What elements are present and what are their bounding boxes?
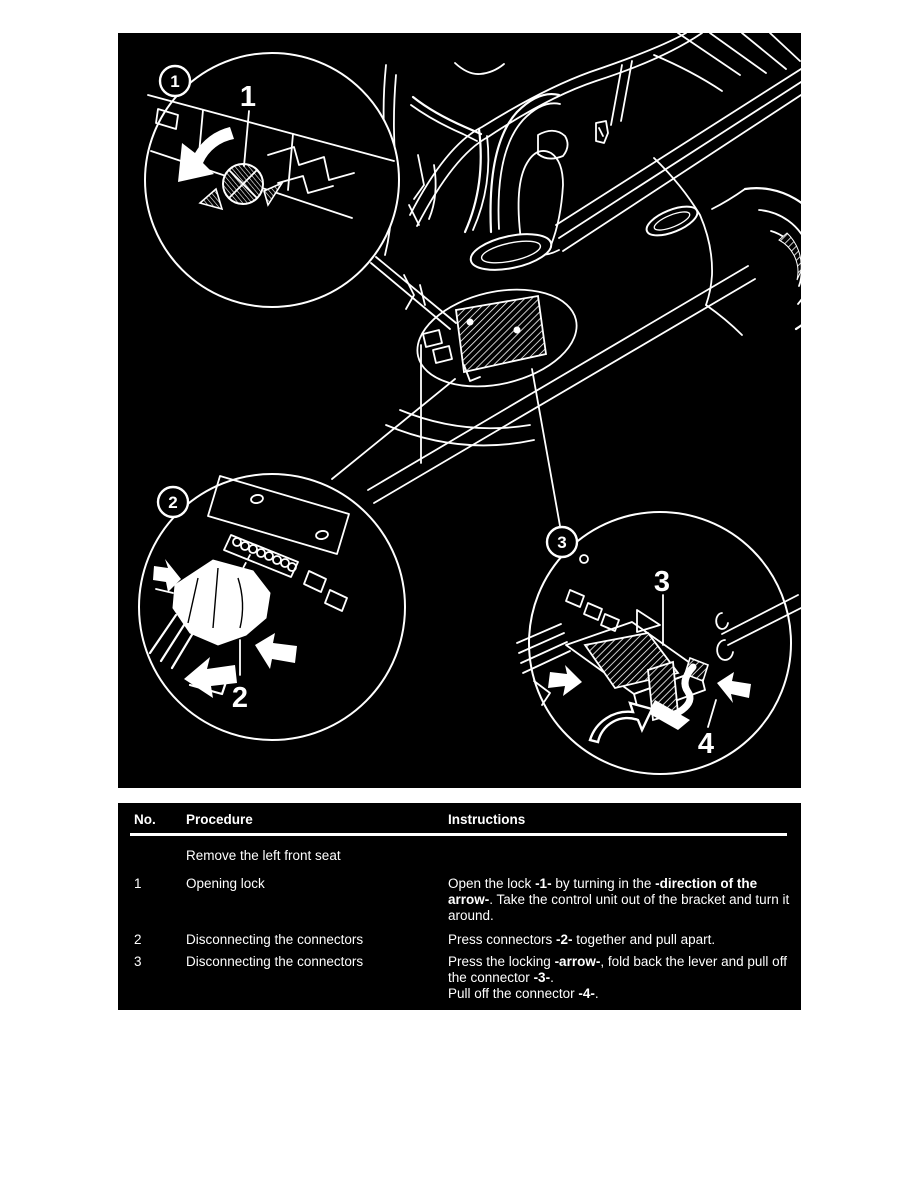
leader-to-callout-2 (331, 378, 456, 480)
svg-text:1: 1 (170, 72, 179, 91)
header-rule (130, 833, 787, 836)
callout-badge-3: 3 (545, 525, 589, 564)
cell-procedure: Remove the left front seat (186, 847, 341, 863)
procedure-table: No. Procedure Instructions Remove the le… (118, 803, 801, 1010)
leader-to-callout-3 (531, 368, 561, 527)
callout-badge-1: 1 (158, 64, 192, 98)
pull-arrow-4 (717, 672, 751, 703)
connector-pin-strip (223, 534, 299, 578)
cell-instructions: Open the lock -1- by turning in the -dir… (448, 875, 790, 923)
removed-connector (148, 559, 271, 670)
cell-procedure: Disconnecting the connectors (186, 953, 364, 969)
part-label-1: 1 (240, 81, 256, 113)
callout-2: 2 (138, 473, 406, 741)
callout-badge-2: 2 (156, 485, 190, 519)
part-label-4: 4 (698, 728, 714, 760)
table-header: No. Procedure Instructions (118, 803, 801, 828)
door-handle (645, 205, 699, 237)
cell-no (134, 848, 186, 864)
callout-3: 3 4 (516, 511, 801, 775)
connector-4 (660, 639, 734, 719)
header-no: No. (134, 812, 156, 827)
svg-text:2: 2 (168, 493, 177, 512)
press-arrow-left (153, 559, 181, 594)
connector-3-with-lever (583, 632, 690, 730)
cell-instructions (448, 848, 791, 864)
table-row: Remove the left front seat (134, 848, 791, 864)
lock-knob (198, 163, 285, 211)
illustration-svg: 1 1 (138, 33, 801, 775)
cell-instructions: Press connectors -2- together and pull a… (448, 931, 716, 947)
cell-procedure: Disconnecting the connectors (186, 931, 364, 947)
press-arrow (548, 665, 582, 696)
svg-text:3: 3 (557, 533, 566, 552)
part-label-2: 2 (232, 682, 248, 714)
header-procedure: Procedure (186, 812, 253, 827)
table-row: 2 Disconnecting the connectors Press conne… (134, 932, 791, 948)
label-1-leader (243, 110, 250, 167)
car-outline (331, 33, 801, 527)
cell-instructions: Press the locking -arrow-, fold back the… (448, 953, 787, 1001)
rear-wheel (705, 187, 801, 336)
leader-to-callout-1 (370, 262, 451, 330)
door-mirror (469, 233, 553, 271)
table-row: 1 Opening lock Open the lock -1- by turnin… (134, 876, 791, 924)
door-striker (595, 120, 609, 144)
fold-arrow (588, 701, 654, 744)
table-body: Remove the left front seat 1 Opening lock O… (118, 836, 801, 1002)
control-unit-removal-illustration: 1 1 (118, 33, 801, 788)
header-instructions: Instructions (448, 812, 526, 827)
pull-arrow (184, 657, 237, 698)
cell-no: 1 (134, 875, 142, 891)
control-unit (416, 288, 578, 388)
rotation-arrow (178, 127, 234, 182)
part-label-3: 3 (654, 566, 670, 598)
cell-procedure: Opening lock (186, 875, 265, 891)
cell-no: 3 (134, 953, 142, 969)
cell-no: 2 (134, 931, 142, 947)
press-arrow-right (255, 633, 297, 669)
table-row: 3 Disconnecting the connectors Press the l… (134, 954, 791, 1002)
callout-1: 1 (144, 52, 400, 308)
label-4-leader (707, 699, 717, 728)
